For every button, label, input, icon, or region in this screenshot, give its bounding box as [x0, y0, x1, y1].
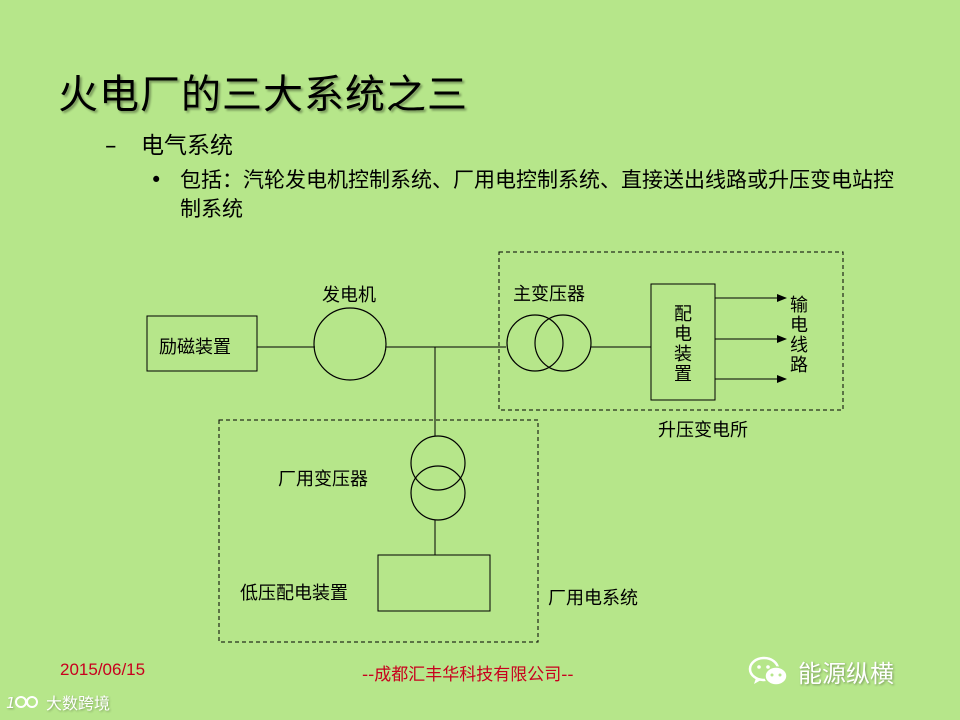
wechat-icon	[748, 656, 788, 686]
aux-transformer-label: 厂用变压器	[278, 469, 368, 490]
svg-text:1: 1	[6, 694, 16, 712]
footer-company: --成都汇丰华科技有限公司--	[362, 665, 574, 685]
bullet-dot: •	[150, 168, 163, 192]
watermark-logo-icon: 1	[6, 694, 38, 712]
aux-transformer-winding-1	[410, 435, 466, 491]
dash-marker: –	[105, 133, 117, 159]
excitation-label: 励磁装置	[159, 337, 231, 358]
aux-system-label: 厂用电系统	[548, 588, 638, 609]
generator-label: 发电机	[322, 285, 376, 306]
substation-label: 升压变电所	[658, 420, 748, 441]
slide-title: 火电厂的三大系统之三	[58, 72, 468, 118]
transmission-line-label: 输电线路	[790, 295, 808, 376]
generator-symbol	[313, 307, 387, 381]
main-transformer-winding-1	[506, 314, 564, 372]
aux-transformer-winding-2	[410, 465, 466, 521]
bullet-level1-text: 电气系统	[141, 133, 233, 159]
aux-system-boundary	[218, 419, 539, 643]
bullet-level2: • 包括：汽轮发电机控制系统、厂用电控制系统、直接送出线路或升压变电站控制系统	[150, 166, 910, 224]
substation-boundary	[498, 251, 844, 411]
bullet-level2-text: 包括：汽轮发电机控制系统、厂用电控制系统、直接送出线路或升压变电站控制系统	[180, 168, 894, 221]
excitation-box	[146, 315, 258, 372]
brand-name: 能源纵横	[798, 660, 894, 688]
main-transformer-winding-2	[534, 314, 592, 372]
low-voltage-box	[377, 554, 491, 612]
distribution-box	[650, 283, 716, 401]
bullet-level1: –电气系统	[105, 126, 233, 160]
watermark-text: 大数跨境	[46, 694, 111, 713]
main-transformer-label: 主变压器	[513, 284, 585, 305]
distribution-label: 配电装置	[674, 304, 692, 385]
brand-logo: 能源纵横	[748, 654, 894, 689]
watermark: 1 大数跨境	[6, 690, 110, 714]
footer-date: 2015/06/15	[60, 660, 146, 679]
low-voltage-label: 低压配电装置	[240, 583, 348, 604]
